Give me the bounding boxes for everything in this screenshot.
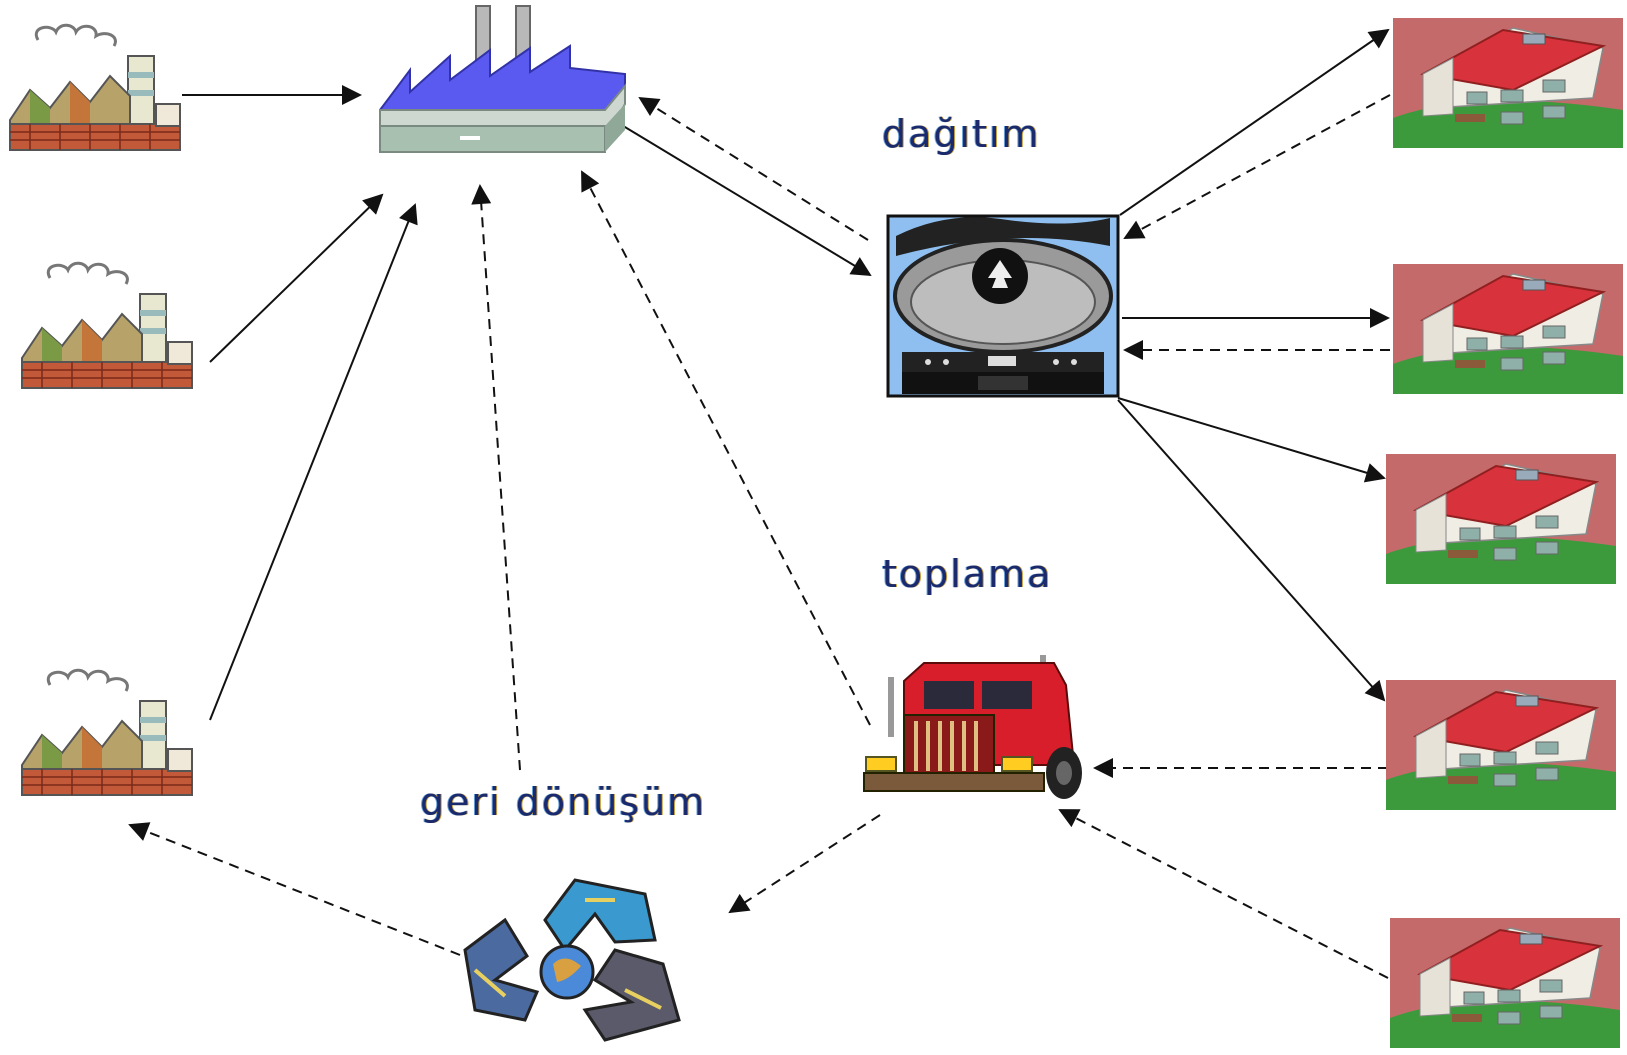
arrow-recycling-to-factory (471, 184, 521, 771)
manufacturer-factory-icon (379, 5, 626, 153)
arrow-recycling-to-supplier3 (128, 822, 461, 956)
arrows (128, 28, 1391, 979)
arrow-house5-to-truck (1058, 809, 1389, 979)
supplier-factory-icon (20, 668, 194, 797)
collection-truck-icon (863, 655, 1082, 799)
arrow-supplier2-to-factory (209, 193, 384, 363)
arrow-truck-to-factory (581, 170, 871, 726)
distribution-label: dağıtım (882, 112, 1041, 156)
house-icon (1392, 263, 1624, 395)
arrow-distribution-to-house4 (1117, 399, 1386, 702)
arrow-truck-to-recycling (728, 814, 881, 914)
arrow-factory-to-distribution (609, 117, 872, 277)
arrow-distribution-to-factory (638, 96, 869, 241)
recycling-label: geri dönüşüm (420, 780, 707, 824)
arrow-supplier3-to-factory (209, 203, 418, 721)
house-icon (1385, 453, 1617, 585)
house-icon (1389, 917, 1621, 1049)
distribution-center-icon (886, 214, 1120, 398)
arrow-distribution-to-house3 (1117, 397, 1386, 483)
arrow-house1-to-distribution (1123, 94, 1391, 239)
house-icon (1392, 17, 1624, 149)
recycling-icon (463, 878, 681, 1042)
arrow-distribution-to-house1 (1119, 28, 1390, 216)
supplier-factory-icon (20, 261, 194, 390)
supplier-factory-icon (8, 23, 182, 152)
collection-label: toplama (882, 552, 1053, 596)
house-icon (1385, 679, 1617, 811)
